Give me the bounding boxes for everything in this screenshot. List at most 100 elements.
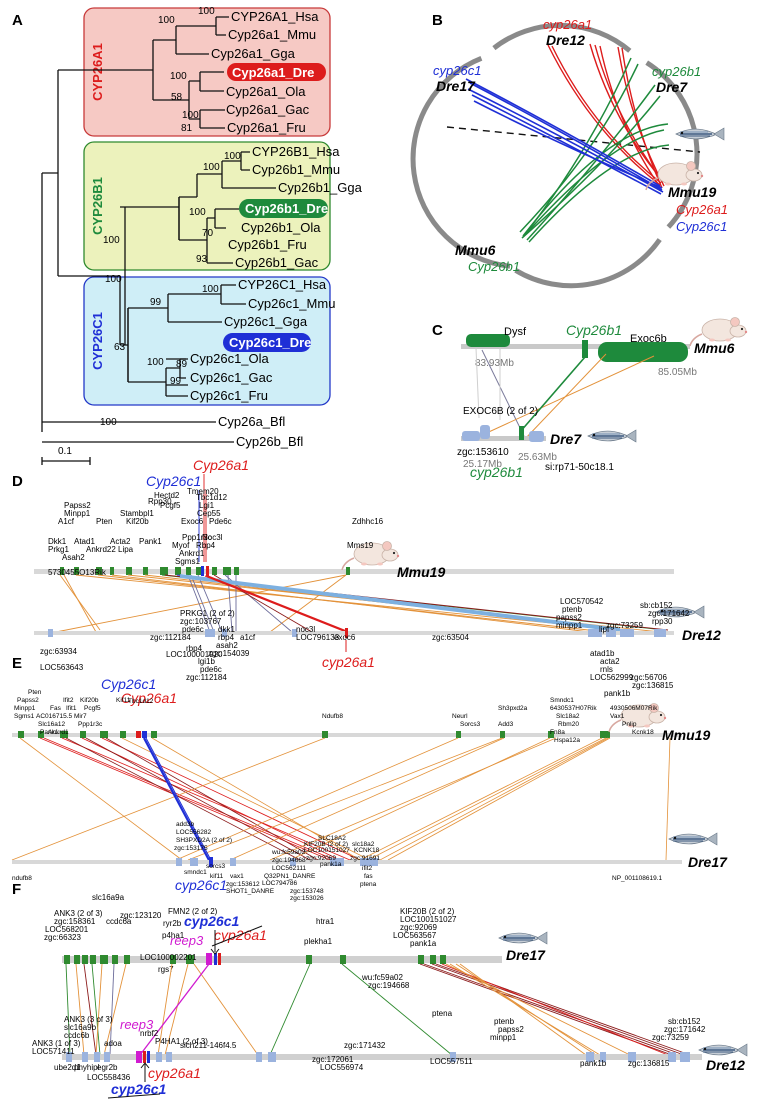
- gene-label: nrbf2: [140, 1029, 159, 1038]
- gene-label: zgc:103767: [180, 617, 222, 626]
- gene-label: ube2d1: [54, 1063, 81, 1072]
- gene-label: zgc:194668: [368, 981, 410, 990]
- gene-label: ccdc6b: [64, 1031, 90, 1040]
- circos-plot: cyp26a1 Dre12 cyp26c1 Dre17 cyp26b1 Dre7…: [410, 17, 728, 289]
- gene-label: Add3: [498, 721, 514, 728]
- gene-label: zgc:153175: [174, 845, 208, 852]
- gene-label: rbp4: [218, 633, 235, 642]
- gene-label: rnls: [600, 665, 613, 674]
- gene-label: zgc:171642: [664, 1025, 706, 1034]
- exoc6b-label: Exoc6b: [630, 333, 667, 345]
- gene-label: zgc:171642: [648, 609, 690, 618]
- leaf-label: Cyp26a1_Fru: [227, 120, 306, 135]
- species-divider: [446, 126, 701, 153]
- cyp26b1-mmu-label: Cyp26b1: [566, 322, 622, 338]
- bootstrap-value: 100: [170, 71, 187, 82]
- gene-label: zgc:154039: [208, 649, 250, 658]
- bootstrap-value: 100: [158, 15, 175, 26]
- gene-label: Sorcs3: [460, 721, 481, 728]
- gene-label: Pcgf5: [84, 705, 101, 712]
- cyp26c1-mmu-label: Cyp26c1: [101, 676, 156, 692]
- bootstrap-value: 100: [202, 284, 219, 295]
- gene-label: rbp4: [186, 644, 203, 653]
- gene-label: ptenb: [494, 1017, 515, 1026]
- gene-label: LOC557511: [430, 1057, 473, 1066]
- gene-label: Hectd2: [154, 491, 180, 500]
- gene-label: phyhipl: [74, 1063, 100, 1072]
- gene-label: pank1a: [410, 939, 437, 948]
- gene-label: noc3l: [296, 625, 315, 634]
- exoc6b-dre-block: [462, 431, 480, 441]
- gene-label: fas: [364, 873, 373, 880]
- synteny-panel-e: Mmu19 Cyp26a1 Cyp26c1 PtenPapss2Minpp1Sg…: [11, 676, 728, 902]
- leaf-label: Cyp26b1_Ola: [241, 220, 321, 235]
- bootstrap-value: 81: [181, 123, 193, 134]
- gene-label: zgc:158361: [54, 917, 96, 926]
- bootstrap-value: 100: [103, 235, 120, 246]
- gene-label: Pten: [96, 517, 112, 526]
- bootstrap-value: 100: [182, 110, 199, 121]
- gene-label: Lgi1: [199, 501, 215, 510]
- cyp26b1-dre-block: [519, 426, 524, 440]
- gene-label: LOC794786: [262, 880, 297, 887]
- gene-label: LOC556282: [176, 829, 211, 836]
- gene-label: 6430537H07Rik: [550, 705, 597, 712]
- dysf-label: Dysf: [504, 326, 527, 338]
- cyp26c1-group-label: CYP26C1: [90, 312, 105, 370]
- dre17-f-chr-label: Dre17: [506, 947, 546, 963]
- gene-label: atad1b: [590, 649, 615, 658]
- gene-label: LOC100001920: [166, 650, 223, 659]
- gene-label: Neurl: [452, 713, 468, 720]
- gene-label: pde6c: [182, 625, 204, 634]
- panel-label-f: F: [12, 881, 21, 898]
- gene-label: KCNK18: [354, 847, 380, 854]
- gene-label: pde6c: [200, 665, 222, 674]
- gene-label: Ifit1: [66, 705, 77, 712]
- synteny-panel-c: Dysf Cyp26b1 Exoc6b Mmu6 83.93Mb 85.05Mb…: [457, 316, 748, 480]
- gene-label: zgc:92069: [306, 855, 336, 862]
- gene-label: Pcgf5: [160, 501, 181, 510]
- gene-label: htra1: [316, 917, 335, 926]
- gene-label: ndufb8: [12, 875, 32, 882]
- gene-label: slc16a9b: [64, 1023, 97, 1032]
- bootstrap-value: 100: [203, 162, 220, 173]
- cyp26a1-mmu-label: Cyp26a1: [121, 690, 177, 706]
- gene-label: Fn8a: [550, 729, 565, 736]
- mmu6-end-label: 85.05Mb: [658, 367, 697, 378]
- gene-label: Hspa12a: [554, 737, 580, 744]
- gene-label: Mms19: [347, 541, 374, 550]
- cyp26b1-dre-label: cyp26b1: [652, 64, 701, 79]
- cyp26c1-dre-label: cyp26c1: [433, 63, 481, 78]
- bootstrap-value: 100: [189, 207, 206, 218]
- panel-label-e: E: [12, 655, 22, 672]
- gene-label: Asah2: [62, 553, 85, 562]
- gene-label: kif11: [210, 873, 224, 880]
- cyp26c1-dre-label: cyp26c1: [175, 877, 227, 893]
- gene-label: sb:cb152: [668, 1017, 701, 1026]
- leaf-label: Cyp26a1_Mmu: [228, 27, 316, 42]
- gene-label: Slc18a2: [556, 713, 580, 720]
- gene-label: ANK3 (1 of 3): [32, 1039, 81, 1048]
- gene-label: Noc3l: [202, 533, 223, 542]
- si-rp71-block: [529, 431, 544, 442]
- gene-label: sich211-146f4.5: [180, 1041, 237, 1050]
- gene-label: zgc:153026: [290, 895, 324, 902]
- gene-label: LOC100151027: [304, 847, 350, 854]
- gene-label: Atad1: [74, 537, 95, 546]
- gene-label: LOC563643: [40, 663, 84, 672]
- gene-label: LOC570542: [560, 597, 604, 606]
- gene-label: LOC556974: [320, 1063, 364, 1072]
- cyp26a1-mmu-label: Cyp26a1: [676, 202, 728, 217]
- gene-label: Kcnk18: [632, 729, 654, 736]
- gene-label: pank1b: [604, 689, 631, 698]
- gene-label: zgc:194668: [272, 857, 306, 864]
- gene-label: Pnlip: [622, 721, 637, 728]
- leaf-label: Cyp26c1_Fru: [190, 388, 268, 403]
- cyp26c1-mmu-label: Cyp26c1: [146, 473, 201, 489]
- gene-label: Ndufb8: [322, 713, 343, 720]
- gene-label: asah2: [216, 641, 238, 650]
- cyp26a1-bottom-label: cyp26a1: [148, 1065, 201, 1081]
- gene-label: zgc:153612: [226, 881, 260, 888]
